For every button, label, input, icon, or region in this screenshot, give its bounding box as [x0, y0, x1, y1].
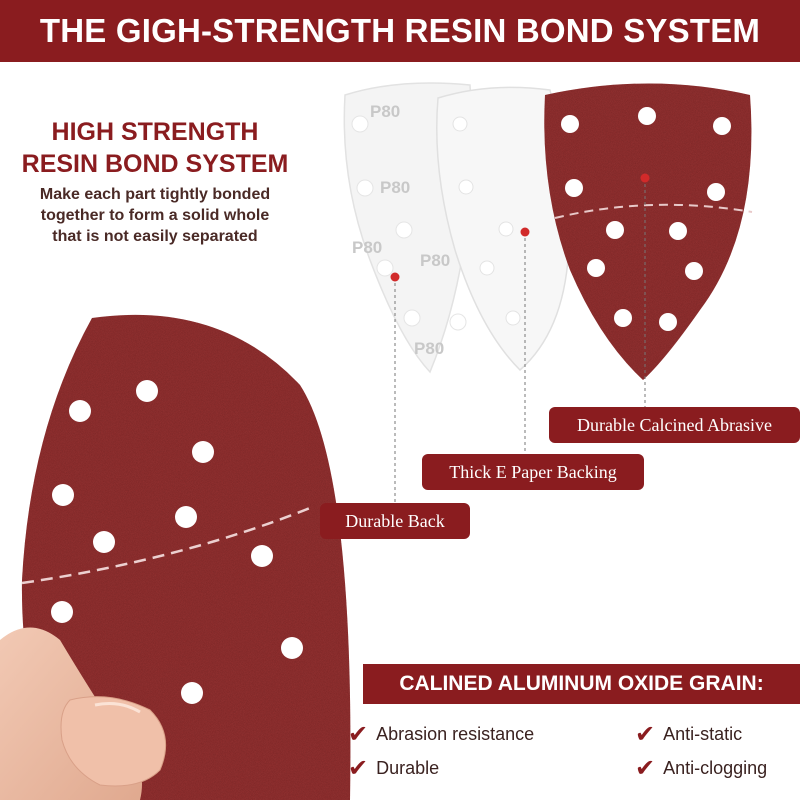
callout-pointers [390, 173, 650, 503]
paper-grit-label-2: P80 [380, 178, 410, 197]
callout-durable-calcined-abrasive: Durable Calcined Abrasive [549, 407, 800, 443]
callout-durable-back: Durable Back [320, 503, 470, 539]
paper-grit-label-4: P80 [414, 339, 444, 358]
checkmark-icon: ✔ [635, 754, 656, 782]
feature-anti-clogging: ✔ Anti-clogging [635, 756, 767, 780]
calcined-abrasive-layer [544, 83, 753, 380]
feature-label: Anti-static [663, 723, 743, 744]
feature-abrasion-resistance: ✔ Abrasion resistance [348, 722, 534, 746]
grain-heading: CALINED ALUMINUM OXIDE GRAIN: [399, 672, 764, 695]
checkmark-icon: ✔ [348, 754, 369, 782]
paper-grit-label-3: P80 [352, 238, 382, 257]
banner-title: THE GIGH-STRENGTH RESIN BOND SYSTEM [39, 12, 761, 49]
feature-label: Durable [376, 757, 440, 778]
header-banner: THE GIGH-STRENGTH RESIN BOND SYSTEM [0, 0, 800, 62]
callout-thick-e-paper-backing: Thick E Paper Backing [422, 454, 644, 490]
paper-grit-label-1: P80 [370, 102, 400, 121]
intro-description-line3: that is not easily separated [52, 228, 258, 245]
intro-description-line2: together to form a solid whole [40, 207, 270, 224]
intro-description: Make each part tightly bonded together t… [0, 184, 310, 247]
feature-label: Abrasion resistance [376, 723, 535, 744]
paper-grit-label-5: P80 [420, 251, 450, 270]
thick-e-paper-layer: P80 [420, 86, 570, 372]
large-sanding-pad [21, 314, 351, 800]
intro-description-line1: Make each part tightly bonded [39, 186, 271, 203]
intro-headline-line1: HIGH STRENGTH [51, 118, 259, 146]
feature-label: Anti-clogging [663, 757, 768, 778]
checkmark-icon: ✔ [348, 720, 369, 748]
intro-headline-line2: RESIN BOND SYSTEM [21, 150, 289, 178]
checkmark-icon: ✔ [635, 720, 656, 748]
hand-holding-pad [0, 627, 167, 800]
intro-headline: HIGH STRENGTH RESIN BOND SYSTEM [0, 116, 310, 180]
feature-anti-static: ✔ Anti-static [635, 722, 742, 746]
feature-durable: ✔ Durable [348, 756, 439, 780]
grain-heading-bar: CALINED ALUMINUM OXIDE GRAIN: [363, 664, 800, 704]
